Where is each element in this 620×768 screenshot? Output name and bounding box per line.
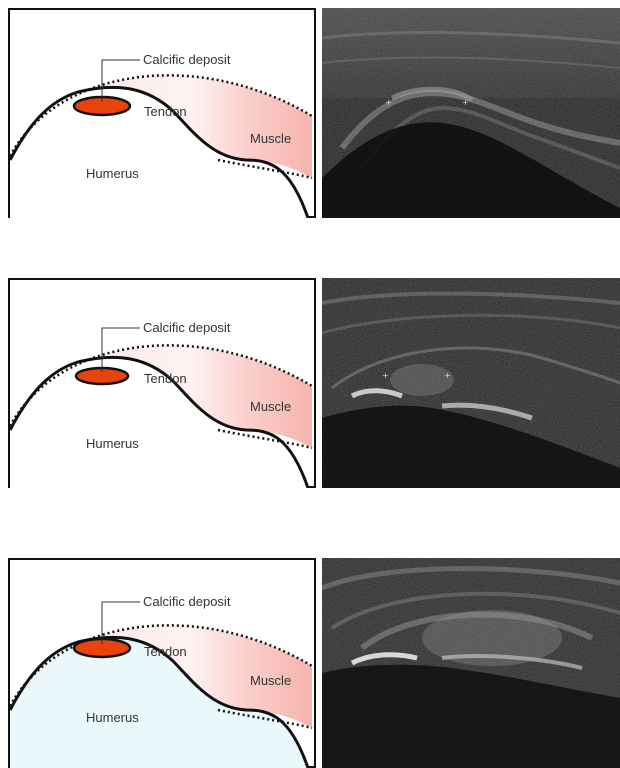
label-tendon: Tendon	[144, 644, 187, 659]
label-muscle: Muscle	[250, 131, 291, 146]
label-tendon: Tendon	[144, 371, 187, 386]
label-calcific-deposit: Calcific deposit	[143, 594, 231, 609]
ultrasound-image-1: + +	[322, 8, 620, 218]
label-tendon: Tendon	[144, 104, 187, 119]
label-muscle: Muscle	[250, 673, 291, 688]
ultrasound-image-2: + +	[322, 278, 620, 488]
panel-row-2: Calcific deposit Tendon Muscle Humerus +	[0, 278, 620, 488]
label-calcific-deposit: Calcific deposit	[143, 52, 231, 67]
panel-row-3: Calcific deposit Tendon Muscle Humerus	[0, 558, 620, 768]
svg-text:+: +	[385, 98, 392, 107]
svg-text:+: +	[382, 371, 389, 380]
ultrasound-image-3	[322, 558, 620, 768]
shoulder-diagram-1: Calcific deposit Tendon Muscle Humerus	[8, 8, 316, 218]
shoulder-diagram-3: Calcific deposit Tendon Muscle Humerus	[8, 558, 316, 768]
label-humerus: Humerus	[86, 710, 139, 725]
label-humerus: Humerus	[86, 436, 139, 451]
shoulder-diagram-2: Calcific deposit Tendon Muscle Humerus	[8, 278, 316, 488]
label-muscle: Muscle	[250, 399, 291, 414]
label-calcific-deposit: Calcific deposit	[143, 320, 231, 335]
svg-text:+: +	[462, 98, 469, 107]
svg-text:+: +	[444, 371, 451, 380]
panel-row-1: Calcific deposit Tendon Muscle Humerus	[0, 8, 620, 218]
label-humerus: Humerus	[86, 166, 139, 181]
